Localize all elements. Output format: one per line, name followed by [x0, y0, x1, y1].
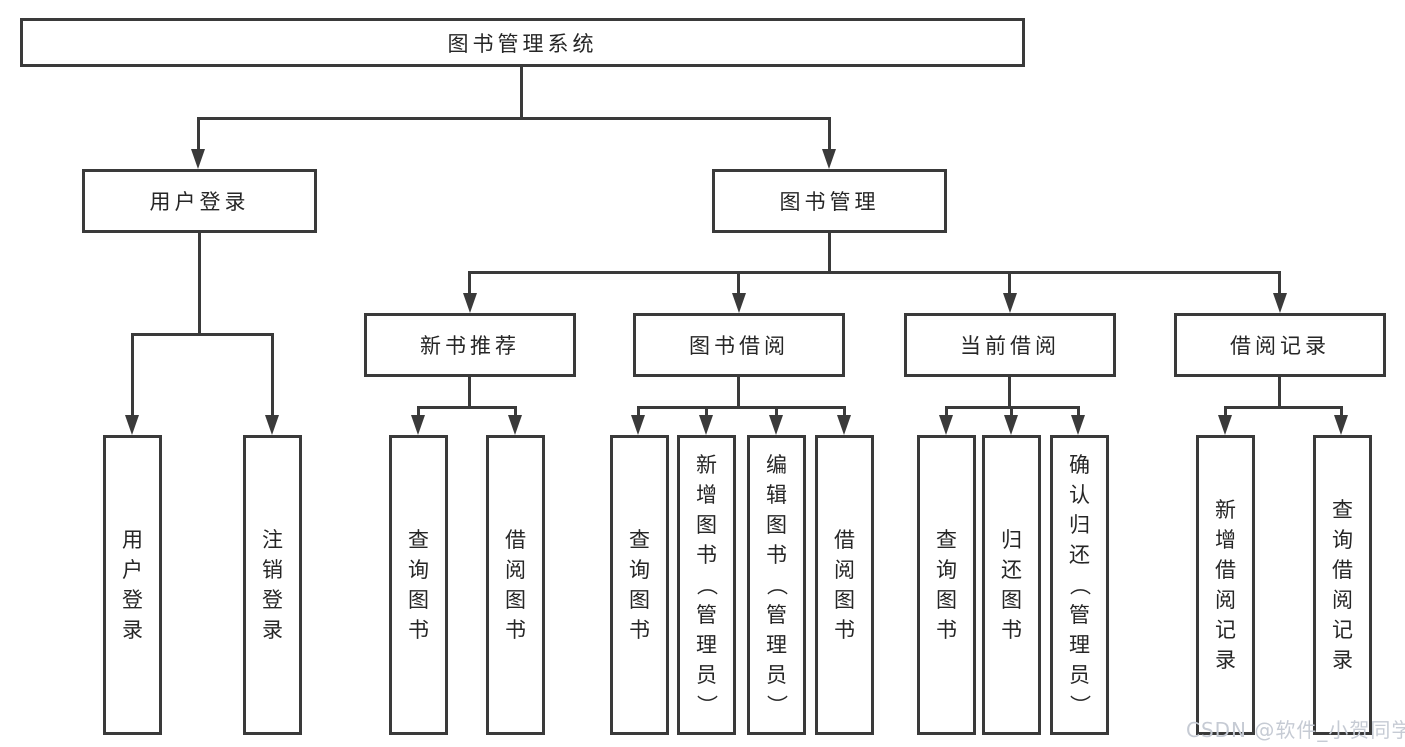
connector-line — [1224, 406, 1343, 409]
arrowhead-icon — [1334, 415, 1348, 435]
arrowhead-icon — [939, 415, 953, 435]
arrowhead-icon — [822, 149, 836, 169]
arrowhead-icon — [1004, 415, 1018, 435]
connector-line — [1008, 377, 1011, 408]
connector-line — [637, 406, 640, 416]
arrowhead-icon — [769, 415, 783, 435]
connector-line — [131, 333, 274, 336]
connector-line — [197, 117, 831, 120]
connector-line — [828, 233, 831, 273]
arrowhead-icon — [463, 293, 477, 313]
leaf-borrow-books-recommend: 借阅图书 — [486, 435, 545, 735]
leaf-return-books: 归还图书 — [982, 435, 1041, 735]
leaf-confirm-return-admin: 确认归还（管理员） — [1050, 435, 1109, 735]
leaf-borrow-books-borrowing: 借阅图书 — [815, 435, 874, 735]
connector-line — [468, 271, 1281, 274]
connector-line — [417, 406, 420, 416]
connector-line — [637, 406, 845, 409]
node-new-book-recommendation: 新书推荐 — [364, 313, 576, 377]
leaf-query-books-recommend: 查询图书 — [389, 435, 448, 735]
arrowhead-icon — [837, 415, 851, 435]
arrowhead-icon — [1003, 293, 1017, 313]
connector-line — [1224, 406, 1227, 416]
leaf-query-books-borrowing: 查询图书 — [610, 435, 669, 735]
arrowhead-icon — [1218, 415, 1232, 435]
leaf-logout: 注销登录 — [243, 435, 302, 735]
arrowhead-icon — [631, 415, 645, 435]
connector-line — [468, 377, 471, 408]
connector-line — [514, 406, 517, 416]
leaf-add-borrow-record: 新增借阅记录 — [1196, 435, 1255, 735]
connector-line — [131, 333, 134, 416]
leaf-user-login: 用户登录 — [103, 435, 162, 735]
connector-line — [737, 271, 740, 294]
node-borrowing-records: 借阅记录 — [1174, 313, 1386, 377]
arrowhead-icon — [508, 415, 522, 435]
connector-line — [775, 406, 778, 416]
arrowhead-icon — [265, 415, 279, 435]
connector-line — [1008, 271, 1011, 294]
connector-line — [198, 233, 201, 334]
connector-line — [828, 117, 831, 150]
leaf-query-books-current: 查询图书 — [917, 435, 976, 735]
node-library-management-system: 图书管理系统 — [20, 18, 1025, 67]
connector-line — [945, 406, 948, 416]
arrowhead-icon — [1071, 415, 1085, 435]
connector-line — [468, 271, 471, 294]
connector-line — [520, 67, 523, 118]
connector-line — [1077, 406, 1080, 416]
node-book-borrowing: 图书借阅 — [633, 313, 845, 377]
connector-line — [271, 333, 274, 416]
connector-line — [1278, 271, 1281, 294]
connector-line — [1278, 377, 1281, 408]
arrowhead-icon — [699, 415, 713, 435]
connector-line — [737, 377, 740, 408]
arrowhead-icon — [732, 293, 746, 313]
leaf-edit-books-admin: 编辑图书（管理员） — [747, 435, 806, 735]
arrowhead-icon — [191, 149, 205, 169]
arrowhead-icon — [411, 415, 425, 435]
node-current-borrowing: 当前借阅 — [904, 313, 1116, 377]
connector-line — [1010, 406, 1013, 416]
csdn-watermark: CSDN @软件_小贺同学 — [1186, 718, 1405, 742]
node-book-management: 图书管理 — [712, 169, 947, 233]
leaf-add-books-admin: 新增图书（管理员） — [677, 435, 736, 735]
connector-line — [417, 406, 517, 409]
connector-line — [1340, 406, 1343, 416]
arrowhead-icon — [125, 415, 139, 435]
arrowhead-icon — [1273, 293, 1287, 313]
connector-line — [705, 406, 708, 416]
leaf-query-borrow-record: 查询借阅记录 — [1313, 435, 1372, 735]
node-user-login: 用户登录 — [82, 169, 317, 233]
connector-line — [197, 117, 200, 150]
connector-line — [843, 406, 846, 416]
